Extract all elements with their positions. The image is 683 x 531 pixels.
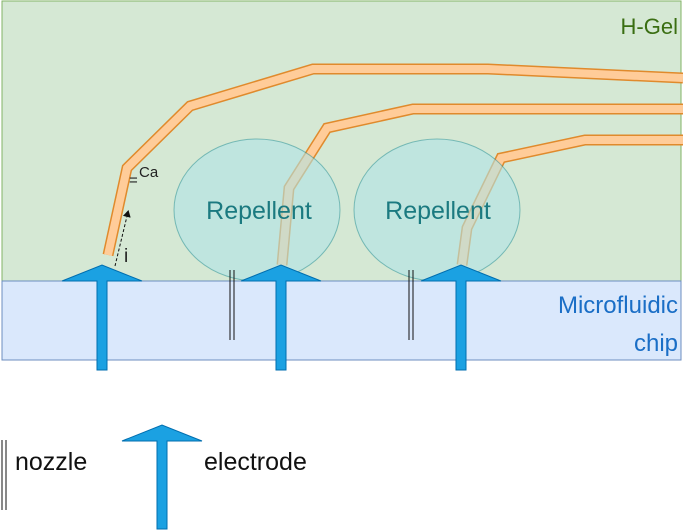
electrode-arrow-icon — [240, 264, 322, 371]
nozzle-icon — [408, 270, 414, 340]
microfluidic-chip-region — [1, 280, 682, 361]
legend-nozzle: nozzle — [1, 440, 87, 510]
current-direction-arrow-icon — [114, 210, 131, 267]
legend-electrode-label: electrode — [204, 448, 307, 476]
nozzle-icon — [229, 270, 235, 340]
nozzle-icon — [1, 440, 7, 510]
fiber-1 — [102, 63, 683, 257]
chip-label-line2: chip — [634, 330, 678, 357]
chip-label-line1: Microfluidic — [558, 292, 678, 319]
calcium-prefix-mark: = — [129, 172, 138, 189]
electrode-arrow-icon — [61, 264, 143, 371]
repellent-label-2: Repellent — [385, 197, 491, 225]
repellent-label-1: Repellent — [206, 197, 312, 225]
electrode-arrow-icon — [121, 424, 203, 530]
legend-electrode: electrode — [121, 424, 307, 530]
electrode-arrow-icon — [420, 264, 502, 371]
current-label: i — [124, 246, 128, 267]
hydrogel-label: H-Gel — [621, 14, 678, 39]
legend-nozzle-label: nozzle — [15, 448, 87, 476]
calcium-label: Ca — [139, 164, 159, 181]
